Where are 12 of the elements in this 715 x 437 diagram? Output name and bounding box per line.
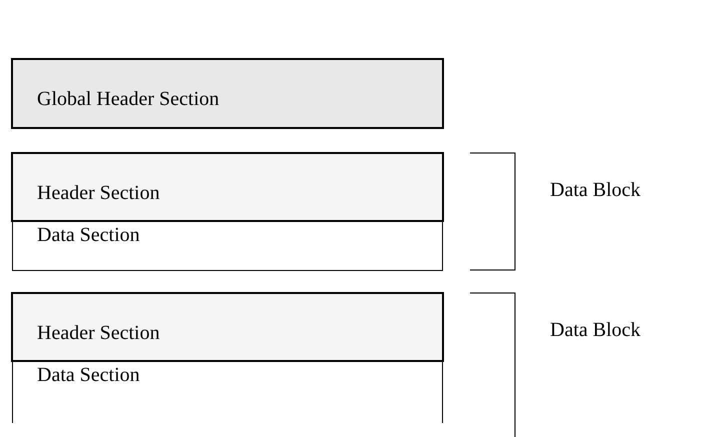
section-box xyxy=(12,222,443,271)
header-box xyxy=(11,292,444,362)
section-title: Data Section xyxy=(37,224,140,247)
section-title: Header Section xyxy=(37,322,160,345)
section-title: Data Section xyxy=(37,364,140,387)
block-label: Data Block xyxy=(550,179,641,202)
header-box xyxy=(11,58,444,129)
block-label: Data Block xyxy=(550,319,641,342)
section-title: Header Section xyxy=(37,182,160,205)
header-box xyxy=(11,152,444,222)
section-title: Global Header Section xyxy=(37,88,220,111)
section-box xyxy=(12,362,443,423)
